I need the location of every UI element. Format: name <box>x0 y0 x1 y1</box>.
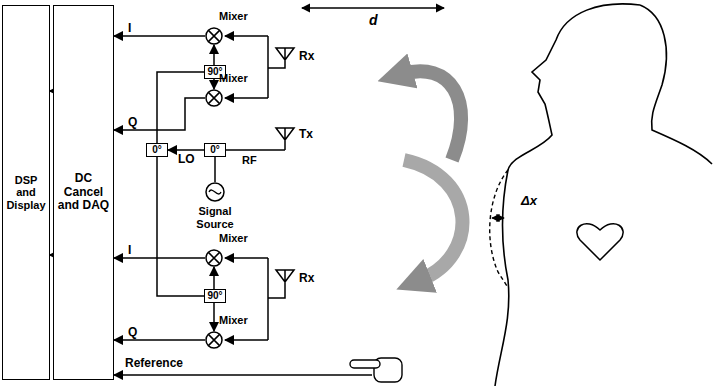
process-box: DC Cancel and DAQ <box>53 5 114 380</box>
node-text: 90° <box>207 290 222 302</box>
wave-arrow <box>404 160 462 280</box>
edge-label: Q <box>127 116 138 129</box>
signal-label: Rx <box>298 272 315 285</box>
mixer-symbol <box>205 331 223 349</box>
rx-antenna <box>225 258 294 340</box>
signal-source: Signal Source <box>205 182 225 202</box>
mixer-symbol <box>205 249 223 267</box>
mixer-label: Mixer <box>219 314 237 327</box>
hand <box>350 358 402 382</box>
signal-label: Δx <box>520 194 538 208</box>
mixer-node: Mixer <box>205 249 223 267</box>
phase-box: 90° <box>204 289 226 303</box>
distance-arrow <box>302 7 444 8</box>
signal-connector <box>114 257 205 259</box>
signal-connector <box>213 267 215 289</box>
signal-connector <box>213 45 215 65</box>
chest-displacement <box>490 170 508 286</box>
node-text: 0° <box>210 144 220 156</box>
signal-label: d <box>368 13 379 28</box>
human-silhouette <box>495 4 712 386</box>
node-text: DC Cancel and DAQ <box>54 172 113 213</box>
signal-connector <box>114 339 205 341</box>
source-symbol <box>205 182 225 202</box>
phase-box: 0° <box>204 143 226 157</box>
node-text: 0° <box>152 144 162 156</box>
mixer-symbol <box>205 89 223 107</box>
mixer-label: Mixer <box>219 10 237 23</box>
displacement-arrow <box>492 217 504 218</box>
heart <box>577 224 623 260</box>
signal-label: RF <box>241 154 258 166</box>
signal-connector <box>157 72 204 143</box>
mixer-symbol <box>205 27 223 45</box>
signal-connector <box>168 149 204 151</box>
phase-box: 0° <box>146 143 168 157</box>
node-text: Signal Source <box>187 205 243 230</box>
edge-label: I <box>127 244 132 257</box>
process-box: DSP and Display <box>2 5 49 380</box>
reference-line <box>114 374 372 376</box>
mixer-label: Mixer <box>219 232 237 245</box>
signal-label: Rx <box>298 50 315 63</box>
edge-label: I <box>127 22 132 35</box>
rx-antenna <box>225 36 294 98</box>
mixer-label: Mixer <box>219 72 237 85</box>
signal-connector <box>213 79 215 89</box>
tx-antenna <box>226 128 294 150</box>
signal-label: Tx <box>298 128 314 141</box>
mixer-node: Mixer <box>205 331 223 349</box>
mixer-node: Mixer <box>205 27 223 45</box>
edge-label: LO <box>177 153 196 166</box>
signal-connector <box>114 35 205 37</box>
node-text: DSP and Display <box>3 174 48 212</box>
signal-connector <box>213 303 215 331</box>
signal-connector <box>114 98 205 130</box>
signal-connector <box>214 157 216 182</box>
signal-label: Reference <box>124 357 184 370</box>
wave-arrow <box>402 71 461 160</box>
edge-label: Q <box>127 326 138 339</box>
mixer-node: Mixer <box>205 89 223 107</box>
